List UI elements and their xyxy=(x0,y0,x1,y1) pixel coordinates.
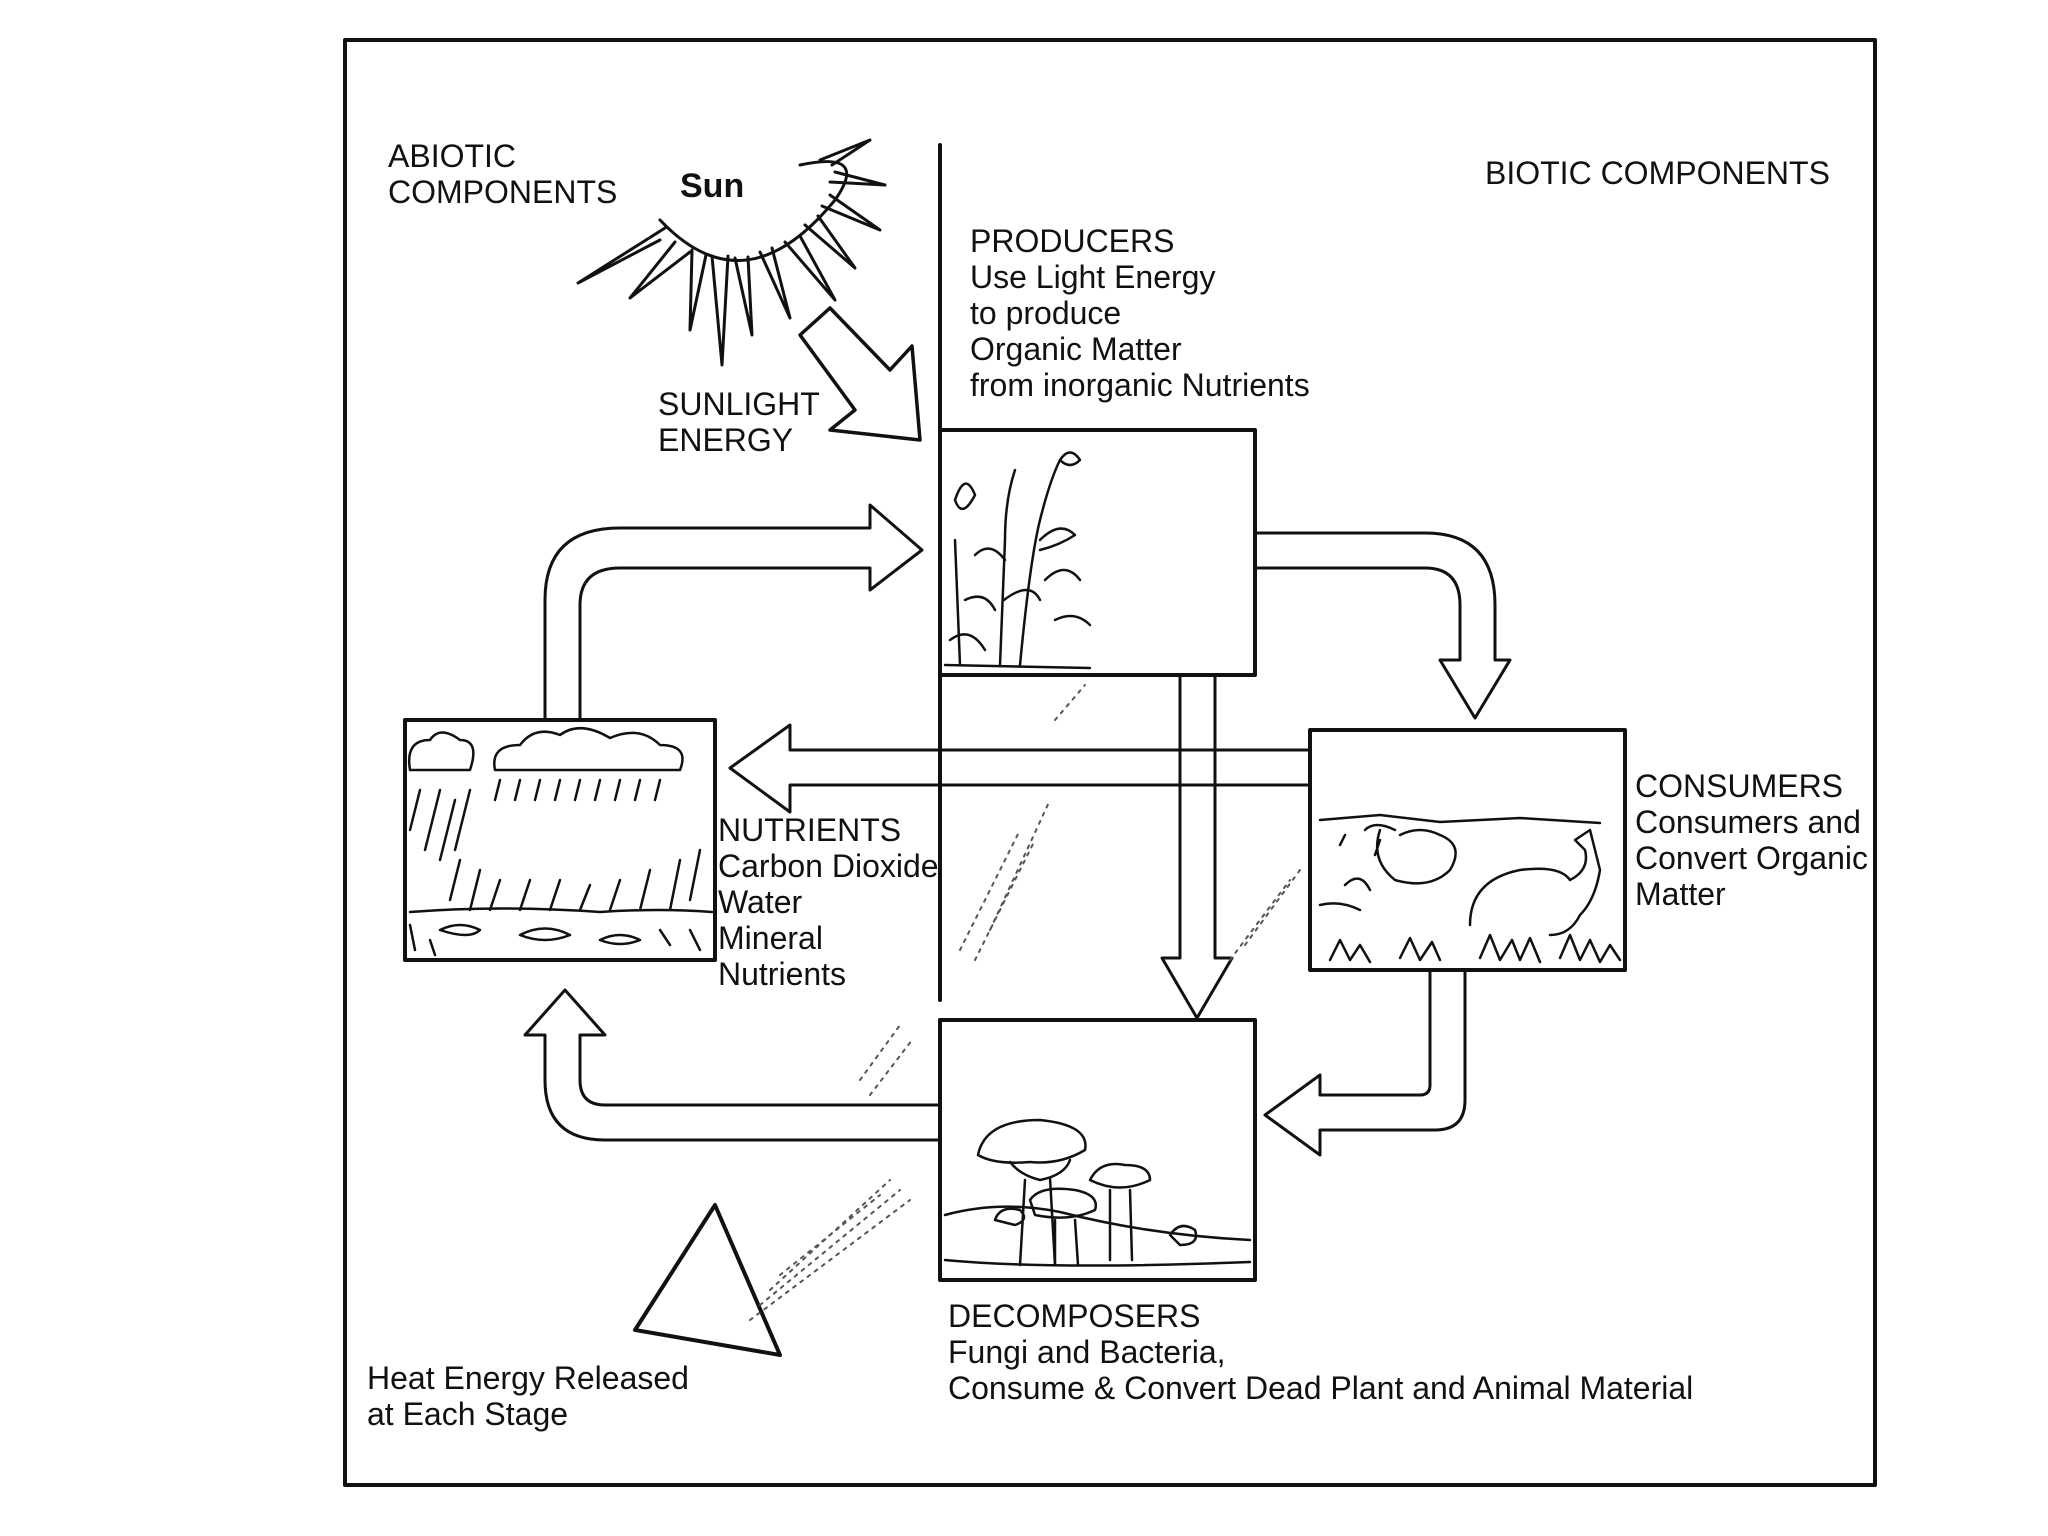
rabbit-icon xyxy=(1318,813,1622,964)
producers-line3: Organic Matter xyxy=(970,331,1182,367)
heat-triangle xyxy=(633,1203,782,1357)
nutrients-line2: Water xyxy=(718,884,803,920)
producers-to-consumers-arrow xyxy=(1253,531,1512,720)
nutrients-title: NUTRIENTS xyxy=(718,812,902,848)
producers-line1: Use Light Energy xyxy=(970,259,1216,295)
consumers-line2: Convert Organic xyxy=(1635,840,1868,876)
consumers-to-decomposers-arrow xyxy=(1263,968,1467,1157)
nutrients-to-producers-arrow xyxy=(543,503,924,722)
producers-line2: to produce xyxy=(970,295,1122,331)
heat-line1: Heat Energy Released xyxy=(367,1360,689,1396)
consumers-line1: Consumers and xyxy=(1635,804,1861,840)
consumers-to-nutrients-arrow xyxy=(728,723,1312,814)
mushroom-icon xyxy=(943,1118,1252,1267)
nutrients-line4: Nutrients xyxy=(718,956,847,992)
biotic-label: BIOTIC COMPONENTS xyxy=(1485,155,1830,191)
plant-icon xyxy=(943,451,1092,670)
abiotic-label-line1: ABIOTIC xyxy=(388,138,517,174)
nutrients-line1: Carbon Dioxide xyxy=(718,848,939,884)
decomposers-to-nutrients-arrow xyxy=(523,988,942,1142)
heat-line2: at Each Stage xyxy=(367,1396,569,1432)
abiotic-label-line2: COMPONENTS xyxy=(388,174,618,210)
sunlight-label-line2: ENERGY xyxy=(658,422,794,458)
rain-icon xyxy=(407,727,714,957)
sunlight-arrow xyxy=(798,306,922,442)
diagram-frame xyxy=(343,38,1877,1487)
producers-box xyxy=(938,428,1257,677)
sun-icon xyxy=(576,138,887,367)
decomposers-line2: Consume & Convert Dead Plant and Animal … xyxy=(948,1370,1694,1406)
decomposers-title: DECOMPOSERS xyxy=(948,1298,1201,1334)
nutrients-box xyxy=(403,718,717,962)
producers-to-decomposers-arrow xyxy=(1160,673,1234,1020)
producers-title: PRODUCERS xyxy=(970,223,1175,259)
consumers-box xyxy=(1308,728,1627,972)
heat-shading xyxy=(749,684,1301,1321)
consumers-line3: Matter xyxy=(1635,876,1726,912)
decomposers-box xyxy=(938,1018,1257,1282)
sunlight-label-line1: SUNLIGHT xyxy=(658,386,820,422)
nutrients-line3: Mineral xyxy=(718,920,823,956)
consumers-title: CONSUMERS xyxy=(1635,768,1844,804)
decomposers-line1: Fungi and Bacteria, xyxy=(948,1334,1226,1370)
sun-label: Sun xyxy=(680,167,745,205)
producers-line4: from inorganic Nutrients xyxy=(970,367,1310,403)
